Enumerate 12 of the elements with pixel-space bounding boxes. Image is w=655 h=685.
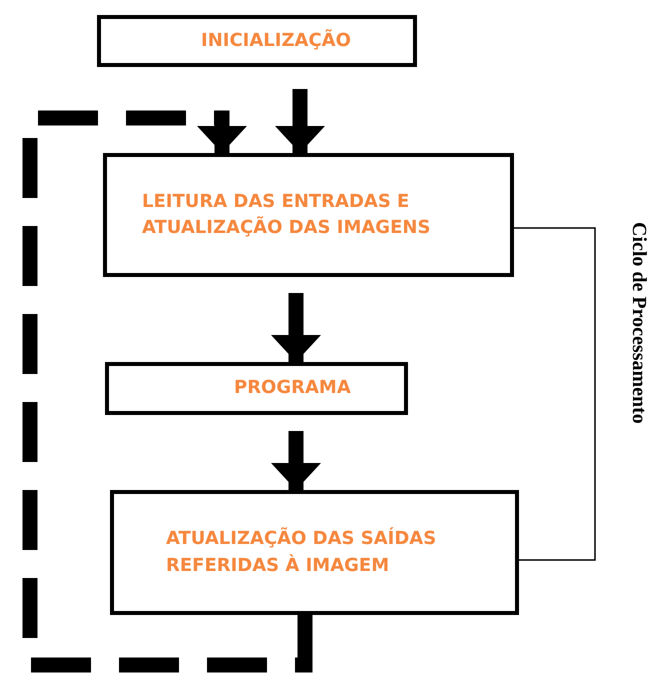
arrow — [271, 293, 321, 362]
box-text: INICIALIZAÇÃO — [201, 28, 351, 53]
box-text: LEITURA DAS ENTRADAS E ATUALIZAÇÃO DAS IMAGENS — [142, 190, 432, 240]
process-box — [103, 153, 514, 277]
cycle-label: Ciclo de Processamento — [627, 222, 650, 424]
arrow — [271, 431, 321, 490]
process-box — [97, 15, 417, 67]
arrow — [275, 89, 325, 153]
box-text: PROGRAMA — [234, 376, 351, 400]
process-box — [110, 490, 519, 615]
box-text: ATUALIZAÇÃO DAS SAÍDAS REFERIDAS À IMAGEM — [166, 526, 438, 578]
process-box — [105, 362, 408, 415]
